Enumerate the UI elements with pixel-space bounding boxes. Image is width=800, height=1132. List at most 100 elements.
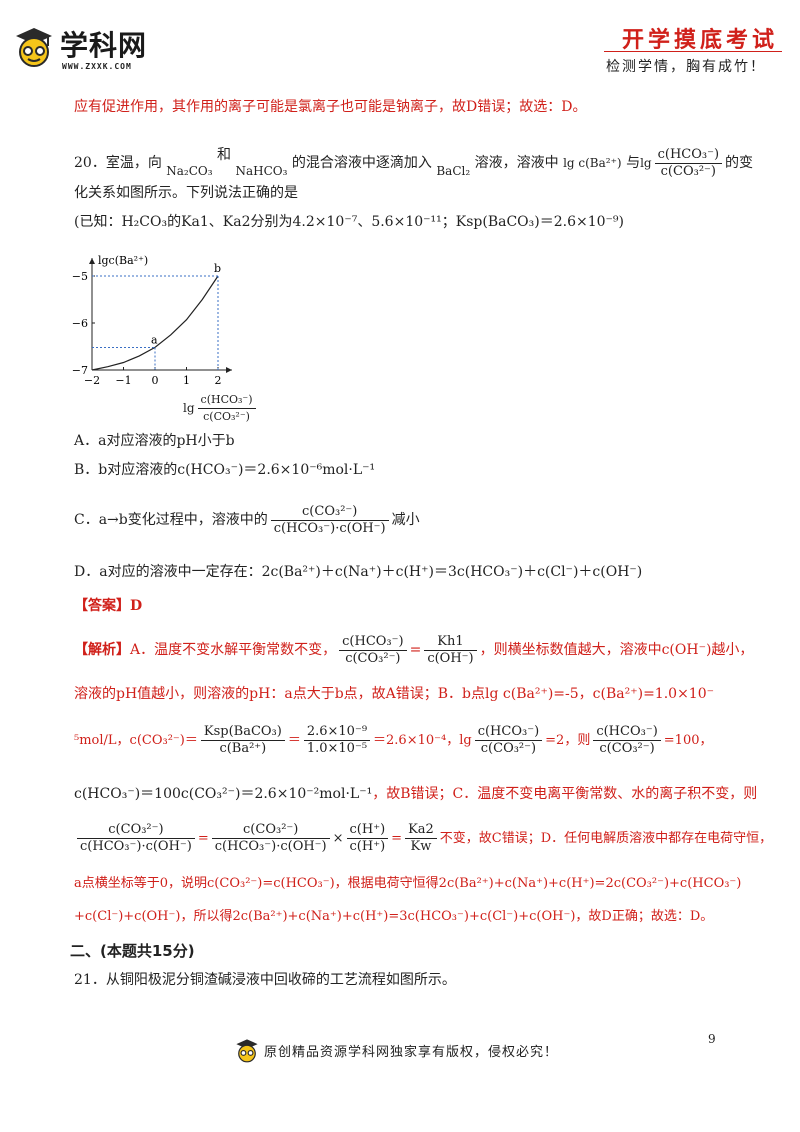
analysis-text: ，则横坐标数值越大，溶液中c(OH⁻)越小， (479, 642, 754, 658)
y-tick-label: −6 (72, 317, 88, 330)
analysis-line-5: c(CO₃²⁻)c(HCO₃⁻)·c(OH⁻)=c(CO₃²⁻)c(HCO₃⁻)… (74, 820, 772, 858)
option-c-fraction: c(CO₃²⁻)c(HCO₃⁻)·c(OH⁻) (270, 504, 389, 537)
x-axis-arrow (226, 367, 232, 373)
fraction-denominator: c(OH⁻) (427, 650, 474, 666)
logo-url: WWW.ZXXK.COM (62, 62, 132, 71)
fraction-hco3-co3: c(HCO₃⁻)c(CO₃²⁻) (654, 147, 723, 180)
analysis-label: 【解析】 (74, 642, 130, 658)
x-tick-label: 0 (152, 374, 159, 387)
logo-text: 学科网 (60, 29, 148, 62)
option-a: A．a对应溶液的pH小于b (74, 433, 235, 449)
fraction-denominator: 1.0×10⁻⁵ (306, 741, 368, 756)
analysis-text: =100， (663, 733, 713, 748)
point-label-b: b (214, 262, 221, 275)
stem-text-3: 溶液，溶液中 (474, 155, 559, 171)
question-known-constants: (已知：H₂CO₃的Ka1、Ka2分别为4.2×10⁻⁷、5.6×10⁻¹¹；K… (74, 214, 624, 230)
fraction-numerator: Ksp(BaCO₃) (200, 724, 285, 741)
analysis-fraction: c(HCO₃⁻)c(CO₃²⁻) (474, 724, 543, 757)
stem-and: 和 (217, 147, 232, 163)
y-tick-label: −5 (72, 270, 88, 283)
formula-bacl2: BaCl₂ (436, 164, 471, 178)
question-number: 20． (74, 155, 106, 171)
x-tick-label: 2 (215, 374, 222, 387)
stem-text-4: 的变 (725, 155, 754, 171)
question-stem-line-2: 化关系如图所示。下列说法正确的是 (74, 185, 298, 201)
analysis-line-4: c(HCO₃⁻)＝100c(CO₃²⁻)＝2.6×10⁻²mol·L⁻¹，故B错… (74, 784, 757, 804)
y-axis-arrow (89, 258, 95, 264)
fraction-denominator: c(Ba²⁺) (219, 741, 267, 756)
fraction-denominator: c(H⁺) (349, 839, 386, 854)
analysis-fraction: c(CO₃²⁻)c(HCO₃⁻)·c(OH⁻) (77, 822, 195, 855)
fraction-numerator: c(CO₃²⁻) (211, 822, 330, 839)
data-curve (91, 275, 219, 371)
analysis-line-2: 溶液的pH值越小，则溶液的pH：a点大于b点，故A错误；B．b点lg c(Ba²… (74, 686, 714, 702)
equals-sign: = (391, 831, 403, 846)
logo-mascot-icon (16, 28, 52, 67)
analysis-fraction: c(HCO₃⁻)c(CO₃²⁻) (593, 724, 661, 757)
x-label-numerator: c(HCO₃⁻) (197, 392, 256, 409)
fraction-numerator: 2.6×10⁻⁹ (303, 724, 371, 741)
option-d: D．a对应的溶液中一定存在：2c(Ba²⁺)＋c(Na⁺)＋c(H⁺)＝3c(H… (74, 564, 643, 580)
lg-prefix: lg (640, 156, 652, 170)
analysis-formula: c(HCO₃⁻)＝100c(CO₃²⁻)＝2.6×10⁻²mol·L⁻¹ (74, 786, 373, 802)
x-tick-label: −1 (115, 374, 131, 387)
fraction-denominator: c(CO₃²⁻) (599, 741, 655, 756)
fraction-numerator: c(CO₃²⁻) (77, 822, 195, 839)
option-c-suffix: 减小 (391, 512, 420, 528)
fraction-numerator: Ka2 (405, 822, 437, 839)
fraction-numerator: c(HCO₃⁻) (654, 147, 723, 164)
x-tick-label: 1 (183, 374, 190, 387)
page-number: 9 (708, 1032, 716, 1046)
y-tick-label: −7 (72, 364, 88, 377)
equals-sign: ＝ (287, 733, 301, 748)
analysis-text: ＝2.6×10⁻⁴，lg (373, 733, 472, 748)
option-b: B．b对应溶液的c(HCO₃⁻)＝2.6×10⁻⁶mol·L⁻¹ (74, 462, 376, 478)
fraction-numerator: c(HCO₃⁻) (474, 724, 543, 741)
analysis-text: ，故B错误；C．温度不变电离平衡常数、水的离子积不变，则 (372, 786, 758, 802)
analysis-fraction: Ksp(BaCO₃)c(Ba²⁺) (200, 724, 285, 757)
brand-slogan: 检测学情，胸有成竹！ (606, 59, 766, 75)
x-label-denominator: c(CO₃²⁻) (203, 410, 250, 423)
question-21-stem: 21．从铜阳极泥分铜渣碱浸液中回收碲的工艺流程如图所示。 (74, 972, 456, 988)
point-label-a: a (151, 333, 158, 346)
analysis-fraction: c(CO₃²⁻)c(HCO₃⁻)·c(OH⁻) (211, 822, 330, 855)
analysis-text: =2，则 (545, 733, 591, 748)
stem-with: 与 (626, 155, 641, 171)
analysis-fraction: c(HCO₃⁻)c(CO₃²⁻) (339, 634, 407, 667)
analysis-text: ⁵mol/L，c(CO₃²⁻)＝ (74, 733, 198, 748)
option-c-prefix: C．a→b变化过程中，溶液中的 (74, 512, 268, 528)
fraction-denominator: c(CO₃²⁻) (660, 163, 716, 179)
section-2-title: 二、(本题共15分) (70, 942, 195, 960)
fraction-numerator: c(H⁺) (346, 822, 389, 839)
logo: 学科网 WWW.ZXXK.COM (12, 22, 182, 77)
fraction-denominator: Kw (410, 839, 432, 854)
stem-text-1: 室温，向 (105, 155, 162, 171)
fraction-numerator: c(HCO₃⁻) (593, 724, 661, 741)
brand-title: 开学摸底考试 (622, 27, 779, 53)
fraction-numerator: Kh1 (424, 634, 477, 651)
footer-mascot-icon (236, 1039, 258, 1063)
footer-copyright: 原创精品资源学科网独家享有版权，侵权必究！ (264, 1045, 559, 1060)
analysis-fraction: c(H⁺)c(H⁺) (346, 822, 389, 855)
answer-label: 【答案】D (74, 598, 143, 614)
fraction-denominator: c(CO₃²⁻) (345, 650, 401, 666)
equals-sign: = (409, 642, 422, 658)
option-c-denominator: c(HCO₃⁻)·c(OH⁻) (273, 520, 386, 536)
times-sign: × (332, 831, 344, 846)
equals-sign: = (197, 831, 209, 846)
analysis-line-3: ⁵mol/L，c(CO₃²⁻)＝Ksp(BaCO₃)c(Ba²⁺)＝2.6×10… (74, 722, 713, 760)
formula-nahco3: NaHCO₃ (235, 164, 288, 178)
analysis-text: A．温度不变水解平衡常数不变， (130, 642, 337, 658)
x-tick-label: −2 (84, 374, 100, 387)
fraction-denominator: c(CO₃²⁻) (480, 741, 537, 756)
previous-analysis-tail: 应有促进作用，其作用的离子可能是氯离子也可能是钠离子，故D错误；故选：D。 (74, 99, 587, 115)
header-divider (604, 51, 782, 52)
fraction-numerator: c(HCO₃⁻) (339, 634, 407, 651)
formula-na2co3: Na₂CO₃ (166, 164, 213, 178)
